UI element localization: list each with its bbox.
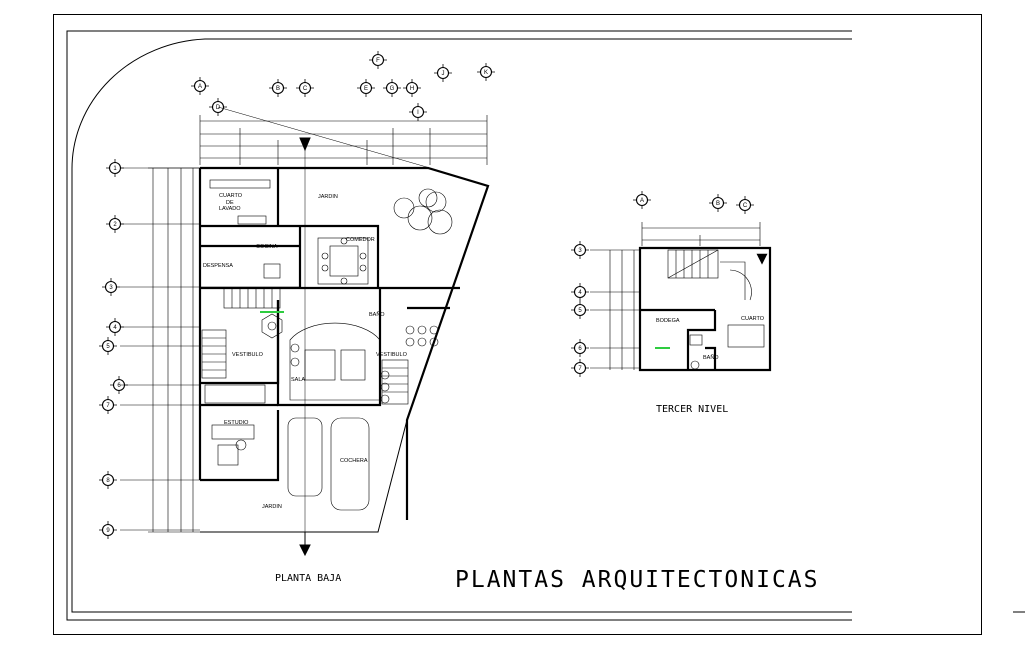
axis-bubble-top-f: F [369, 51, 387, 69]
label-cuarto: CUARTO [741, 316, 765, 322]
axis-bubble-left-3-label: 3 [109, 285, 113, 291]
label-sala: SALA [291, 377, 305, 383]
axis-bubble-top-third-b-label: B [716, 201, 720, 207]
axes-left-ground: 1 2 3 4 5 6 7 8 9 [99, 159, 128, 539]
axis-bubble-top-e: E [357, 79, 375, 97]
label-cuarto: CUARTO [219, 193, 243, 199]
stairs [201, 287, 409, 405]
axis-bubble-top-b-label: B [276, 86, 280, 92]
label-cocina: COCINA [256, 244, 278, 250]
axis-bubble-left-9-label: 9 [106, 528, 110, 534]
axes-top-ground: A B C D E F G H I J K [191, 51, 495, 121]
axis-bubble-top-i-label: I [417, 110, 419, 116]
axis-bubble-top-h-label: H [410, 86, 414, 92]
axis-bubble-left-5-label: 5 [106, 344, 110, 350]
axis-bubble-left-third-4: 4 [571, 283, 589, 301]
label-de: DE [226, 200, 234, 206]
label-vestibulo-left: VESTIBULO [232, 352, 264, 358]
third-details [667, 249, 768, 370]
label-bano-third: BAÑO [703, 354, 719, 361]
top-dimensions [199, 115, 488, 165]
label-jardin-top: JARDIN [318, 194, 338, 200]
walls [198, 166, 490, 520]
axis-bubble-top-i: I [409, 103, 427, 121]
axis-bubble-top-third-c: C [736, 196, 754, 214]
axis-bubble-left-1: 1 [106, 159, 124, 177]
axis-bubble-left-third-4-label: 4 [578, 290, 582, 296]
axis-bubble-left-third-7: 7 [571, 359, 589, 377]
axis-bubble-top-third-c-label: C [743, 203, 748, 209]
inner-frame-2 [71, 38, 852, 613]
axis-bubble-left-7: 7 [99, 396, 117, 414]
axis-bubble-top-h: H [403, 79, 421, 97]
axis-bubble-top-third-b: B [709, 194, 727, 212]
axis-bubble-left-8: 8 [99, 471, 117, 489]
axes-left-third: 3 4 5 6 7 [571, 241, 589, 377]
third-floor-title: TERCER NIVEL [656, 404, 728, 415]
axis-bubble-top-e-label: E [364, 86, 368, 92]
axis-bubble-left-third-5: 5 [571, 301, 589, 319]
axis-bubble-top-third-a: A [633, 191, 651, 209]
axis-bubble-left-third-7-label: 7 [578, 366, 582, 372]
axis-bubble-left-third-5-label: 5 [578, 308, 582, 314]
axis-bubble-top-d-label: D [216, 105, 221, 111]
axis-bubble-top-a: A [191, 77, 209, 95]
site-boundary [200, 137, 408, 557]
axes-top-third: A B C [633, 191, 754, 214]
axis-bubble-top-c: C [296, 79, 314, 97]
axis-bubble-top-f-label: F [376, 58, 380, 64]
label-bano: BAÑO [369, 311, 385, 318]
axis-bubble-left-8-label: 8 [106, 478, 110, 484]
label-comedor: COMEDOR [346, 237, 375, 243]
axis-bubble-top-j-label: J [442, 71, 445, 77]
axis-bubble-left-third-6-label: 6 [578, 346, 582, 352]
ground-room-labels: CUARTO DE LAVADO JARDIN COCINA COMEDOR D… [203, 193, 408, 510]
third-walls [638, 246, 772, 372]
ground-floor-title: PLANTA BAJA [275, 573, 341, 584]
axis-bubble-top-g: G [383, 79, 401, 97]
axis-bubble-left-4-label: 4 [113, 325, 117, 331]
third-dimensions [590, 222, 761, 370]
label-estudio: ESTUDIO [224, 420, 249, 426]
furniture [204, 179, 453, 511]
axis-bubble-top-a-label: A [198, 84, 202, 90]
axis-bubble-top-g-label: G [390, 86, 395, 92]
third-floor-plan: A B C 3 4 5 6 7 [571, 191, 772, 415]
third-room-labels: BODEGA CUARTO BAÑO [656, 316, 765, 361]
axis-bubble-left-6-label: 6 [117, 383, 121, 389]
label-cochera: COCHERA [340, 458, 368, 464]
axis-bubble-top-j: J [434, 64, 452, 82]
axis-bubble-top-c-label: C [303, 86, 308, 92]
label-jardin-bottom: JARDIN [262, 504, 282, 510]
label-bodega: BODEGA [656, 318, 680, 324]
axis-lines [120, 106, 431, 550]
left-dimensions [148, 167, 200, 533]
main-title: PLANTAS ARQUITECTONICAS [455, 567, 820, 593]
outer-frame [53, 14, 982, 635]
axis-bubble-left-9: 9 [99, 521, 117, 539]
axis-bubble-left-5: 5 [99, 337, 117, 355]
axis-bubble-left-third-3: 3 [571, 241, 589, 259]
axis-bubble-top-b: B [269, 79, 287, 97]
axis-bubble-left-third-3-label: 3 [578, 248, 582, 254]
inner-frame [66, 30, 852, 621]
axis-bubble-left-2-label: 2 [113, 222, 117, 228]
label-despensa: DESPENSA [203, 263, 233, 269]
axis-bubble-top-third-a-label: A [640, 198, 644, 204]
axis-bubble-left-1-label: 1 [113, 166, 117, 172]
axis-bubble-top-k-label: K [484, 70, 488, 76]
label-vestibulo-right: VESTIBULO [376, 352, 408, 358]
axis-bubble-left-3: 3 [102, 278, 120, 296]
axis-bubble-top-k: K [477, 63, 495, 81]
axis-bubble-left-7-label: 7 [106, 403, 110, 409]
label-lavado: LAVADO [219, 206, 241, 212]
axis-bubble-left-third-6: 6 [571, 339, 589, 357]
